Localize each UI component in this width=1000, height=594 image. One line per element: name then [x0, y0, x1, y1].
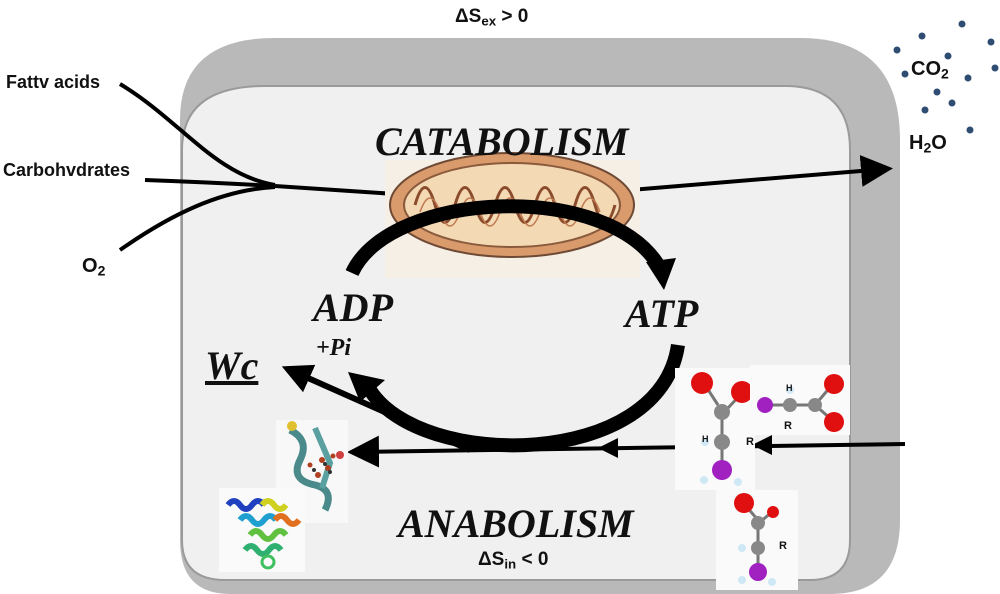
r-group-label: R [779, 540, 787, 552]
r-group-label: R [784, 420, 792, 432]
cycle-upper-arc [345, 199, 667, 277]
anabolism-mid-arrowhead [598, 438, 618, 458]
entropy-internal-label: ΔSin < 0 [478, 549, 549, 572]
co2-label: CO2 [911, 58, 949, 82]
carbohydrates-line [144, 178, 276, 188]
r-group-label: R [746, 436, 754, 448]
fatty-acids-line [118, 82, 276, 187]
amino-acid-molecule-icon [716, 490, 798, 590]
amino-acid-input-arrowhead [752, 435, 772, 455]
co2-molecules [893, 20, 999, 134]
entropy-external-label: ΔSex > 0 [455, 6, 529, 29]
anabolism-arrow [347, 435, 906, 468]
work-label: Wc [205, 343, 259, 388]
catabolism-output-arrow [629, 155, 893, 192]
atp-label: ATP [625, 291, 699, 336]
helix-protein-icon [219, 488, 305, 572]
amino-acid-molecule-icon [675, 368, 755, 490]
catabolism-title: CATABOLISM [375, 119, 629, 164]
cycle-upper-arrowhead [646, 258, 676, 290]
h2o-label: H2O [909, 132, 947, 156]
hydrogen-label: H [786, 383, 793, 393]
fatty-acids-label: Fattv acids [6, 72, 101, 92]
cycle-lower-arrowhead [348, 372, 385, 402]
oxygen-label: O2 [82, 255, 106, 279]
pi-label: +Pi [316, 335, 352, 361]
catabolism-input-line [274, 184, 396, 196]
hydrogen-label: H [702, 434, 709, 444]
work-arrow [281, 364, 472, 453]
adp-label: ADP [313, 285, 393, 330]
oxygen-line [118, 185, 276, 252]
amino-acid-molecule-icon [750, 365, 850, 435]
carbohydrates-label: Carbohvdrates [3, 160, 131, 180]
anabolism-title: ANABOLISM [398, 501, 634, 546]
